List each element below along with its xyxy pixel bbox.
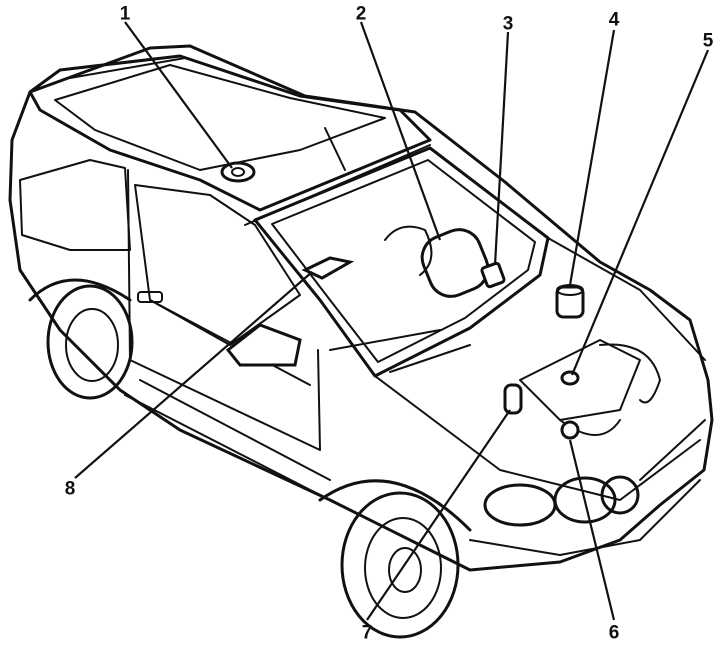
callout-2: 2 xyxy=(355,3,367,25)
callout-5: 5 xyxy=(702,30,714,52)
callout-8: 8 xyxy=(64,478,76,500)
callout-3: 3 xyxy=(502,13,514,35)
callout-6: 6 xyxy=(608,622,620,644)
callout-4: 4 xyxy=(608,9,620,31)
callout-7: 7 xyxy=(361,622,373,644)
callout-1: 1 xyxy=(119,3,131,25)
